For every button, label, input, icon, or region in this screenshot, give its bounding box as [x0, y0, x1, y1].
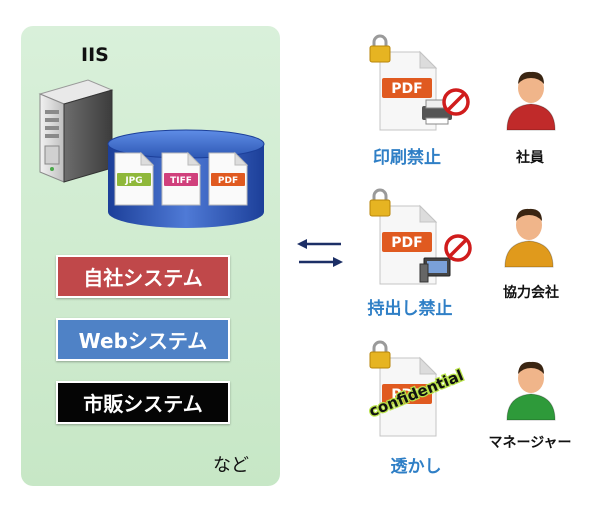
pdf-badge-label: PDF — [391, 235, 422, 251]
role-employee: 社員 — [516, 150, 544, 166]
prohibited-icon — [444, 234, 472, 262]
web-system-box: Webシステム — [56, 318, 230, 361]
lock-icon — [369, 340, 391, 369]
prohibited-icon — [442, 88, 470, 116]
caption-takeout-ban: 持出し禁止 — [367, 299, 453, 319]
format-label: JPG — [124, 176, 142, 186]
file-pdf-icon: PDF — [208, 151, 249, 206]
lock-icon — [369, 34, 391, 63]
format-label: PDF — [218, 176, 238, 186]
pdf-takeout-ban-doc-icon: PDF — [369, 188, 472, 285]
partner-person-icon — [504, 208, 554, 268]
pdf-badge-label: PDF — [391, 81, 422, 97]
caption-watermark: 透かし — [390, 457, 442, 477]
lock-icon — [369, 188, 391, 217]
etc-label: など — [213, 455, 249, 476]
employee-person-icon — [506, 71, 556, 131]
manager-person-icon — [506, 361, 556, 421]
server-icon — [38, 79, 114, 183]
pdf-badge-label: PDF — [391, 387, 422, 403]
role-partner: 協力会社 — [503, 285, 559, 301]
pdf-print-ban-doc-icon: PDF — [369, 34, 470, 131]
commercial-system-box: 市販システム — [56, 381, 230, 424]
role-manager: マネージャー — [488, 435, 572, 451]
iis-label: IIS — [81, 44, 109, 66]
computer-icon — [419, 257, 451, 283]
in-house-system-box: 自社システム — [56, 255, 230, 298]
caption-print-ban: 印刷禁止 — [373, 148, 441, 168]
format-label: TIFF — [170, 176, 192, 186]
file-jpg-icon: JPG — [114, 151, 155, 206]
file-tiff-icon: TIFF — [161, 151, 202, 206]
exchange-arrows-icon — [297, 239, 343, 267]
